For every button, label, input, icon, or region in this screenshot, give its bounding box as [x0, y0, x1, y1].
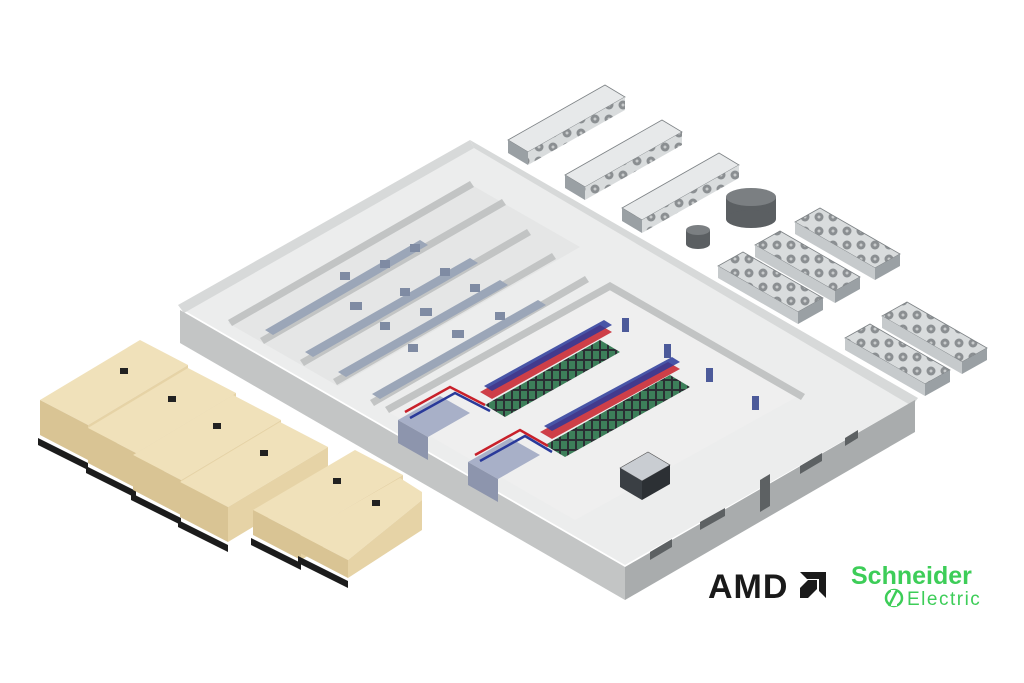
generator [178, 422, 328, 552]
amd-logo: AMD [708, 568, 826, 606]
cdu-units [398, 396, 540, 502]
building-windows [650, 430, 858, 560]
schneider-logo-line2: Electric [907, 589, 981, 610]
data-hall [385, 282, 805, 520]
dry-coolers [717, 207, 988, 396]
building [178, 140, 918, 600]
building-door-right [760, 474, 770, 512]
amd-logo-text: AMD [708, 568, 788, 606]
generators [38, 340, 422, 588]
rack-row-2 [540, 357, 690, 457]
rack-row-1 [480, 320, 620, 417]
schneider-electric-logo: Schneider Electric [851, 562, 981, 610]
amd-arrow-icon [800, 572, 826, 598]
cooling-pipes [404, 385, 553, 463]
water-tanks [686, 188, 776, 249]
schneider-logo-line1: Schneider [851, 562, 972, 590]
chillers [507, 84, 740, 233]
cooling-skid [619, 451, 671, 500]
schneider-life-is-on-icon [884, 588, 904, 608]
building-front-wall-left [180, 310, 625, 600]
electrical-rooms [228, 181, 589, 406]
generator [298, 478, 422, 588]
